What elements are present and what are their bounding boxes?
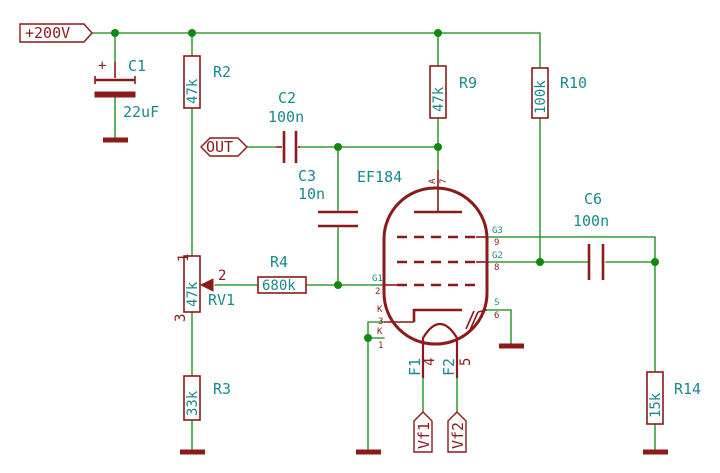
junction-dot (188, 29, 196, 37)
svg-text:8: 8 (494, 263, 499, 273)
junctions (111, 29, 659, 342)
svg-text:1: 1 (176, 254, 192, 262)
junction-dot (536, 258, 544, 266)
svg-text:G2: G2 (492, 251, 503, 261)
svg-text:6: 6 (494, 311, 499, 321)
svg-text:R9: R9 (459, 74, 477, 92)
capacitor-c6: C6 100n (573, 190, 609, 280)
resistor-r2: 47k R2 (183, 55, 231, 109)
svg-text:+200V: +200V (25, 24, 70, 42)
tube-ef184: EF184 A 7 G3 9 G2 8 G1 2 S 6 K 3 K 1 F1 … (357, 168, 503, 378)
svg-text:G3: G3 (492, 226, 503, 236)
svg-text:G1: G1 (372, 274, 383, 284)
svg-text:100n: 100n (573, 212, 609, 230)
svg-text:K: K (377, 327, 383, 337)
svg-text:47k: 47k (185, 281, 201, 307)
svg-text:F1: F1 (406, 358, 424, 376)
svg-text:R3: R3 (213, 380, 231, 398)
svg-text:1: 1 (378, 341, 383, 351)
svg-text:680k: 680k (262, 278, 296, 294)
svg-text:10n: 10n (298, 185, 325, 203)
svg-text:A: A (428, 178, 438, 184)
svg-text:15k: 15k (648, 392, 664, 418)
svg-text:+: + (98, 58, 106, 74)
svg-text:47k: 47k (431, 86, 447, 112)
resistor-r4: 680k R4 (257, 253, 307, 294)
svg-text:RV1: RV1 (208, 291, 235, 309)
svg-text:9: 9 (494, 238, 499, 248)
resistor-r9: 47k R9 (429, 65, 477, 119)
svg-text:2: 2 (375, 287, 380, 297)
svg-text:3: 3 (173, 314, 189, 322)
resistor-r10: 100k R10 (531, 67, 587, 119)
svg-text:2: 2 (218, 268, 226, 284)
svg-text:C1: C1 (128, 57, 146, 75)
junction-dot (651, 258, 659, 266)
svg-text:F2: F2 (440, 358, 458, 376)
svg-text:100n: 100n (268, 108, 304, 126)
junction-dot (111, 29, 119, 37)
junction-dot (434, 143, 442, 151)
junction-dot (334, 143, 342, 151)
svg-text:R10: R10 (560, 74, 587, 92)
svg-text:Vf2: Vf2 (449, 422, 467, 449)
svg-text:Vf1: Vf1 (415, 422, 433, 449)
svg-text:C6: C6 (584, 190, 602, 208)
svg-text:47k: 47k (185, 78, 201, 104)
svg-text:R14: R14 (674, 380, 701, 398)
junction-dot (364, 334, 372, 342)
svg-text:R4: R4 (270, 253, 288, 271)
resistor-r14: 15k R14 (646, 371, 701, 425)
wires (91, 32, 656, 453)
svg-text:33k: 33k (185, 390, 201, 416)
svg-text:S: S (494, 298, 499, 308)
svg-text:OUT: OUT (206, 138, 233, 156)
vf2-label: Vf2 (447, 411, 467, 453)
supply-label: +200V (19, 23, 93, 43)
out-label: OUT (200, 137, 248, 157)
svg-text:3: 3 (378, 317, 383, 327)
potentiometer-rv1: 47k 1 2 3 RV1 (173, 254, 235, 322)
capacitor-c1: + C1 22uF (94, 57, 159, 121)
junction-dot (434, 29, 442, 37)
capacitor-c2: C2 100n (268, 89, 304, 163)
junction-dot (334, 281, 342, 289)
svg-text:100k: 100k (533, 80, 549, 114)
vf1-label: Vf1 (413, 411, 433, 453)
svg-text:7: 7 (439, 179, 449, 184)
resistor-r3: 33k R3 (183, 375, 231, 421)
svg-text:5: 5 (458, 358, 474, 366)
svg-text:K: K (377, 305, 383, 315)
svg-text:R2: R2 (213, 63, 231, 81)
svg-text:C2: C2 (278, 89, 296, 107)
svg-text:4: 4 (422, 358, 438, 366)
svg-text:C3: C3 (298, 167, 316, 185)
svg-text:EF184: EF184 (357, 168, 402, 186)
capacitor-c3: C3 10n (298, 167, 358, 228)
svg-text:22uF: 22uF (123, 103, 159, 121)
